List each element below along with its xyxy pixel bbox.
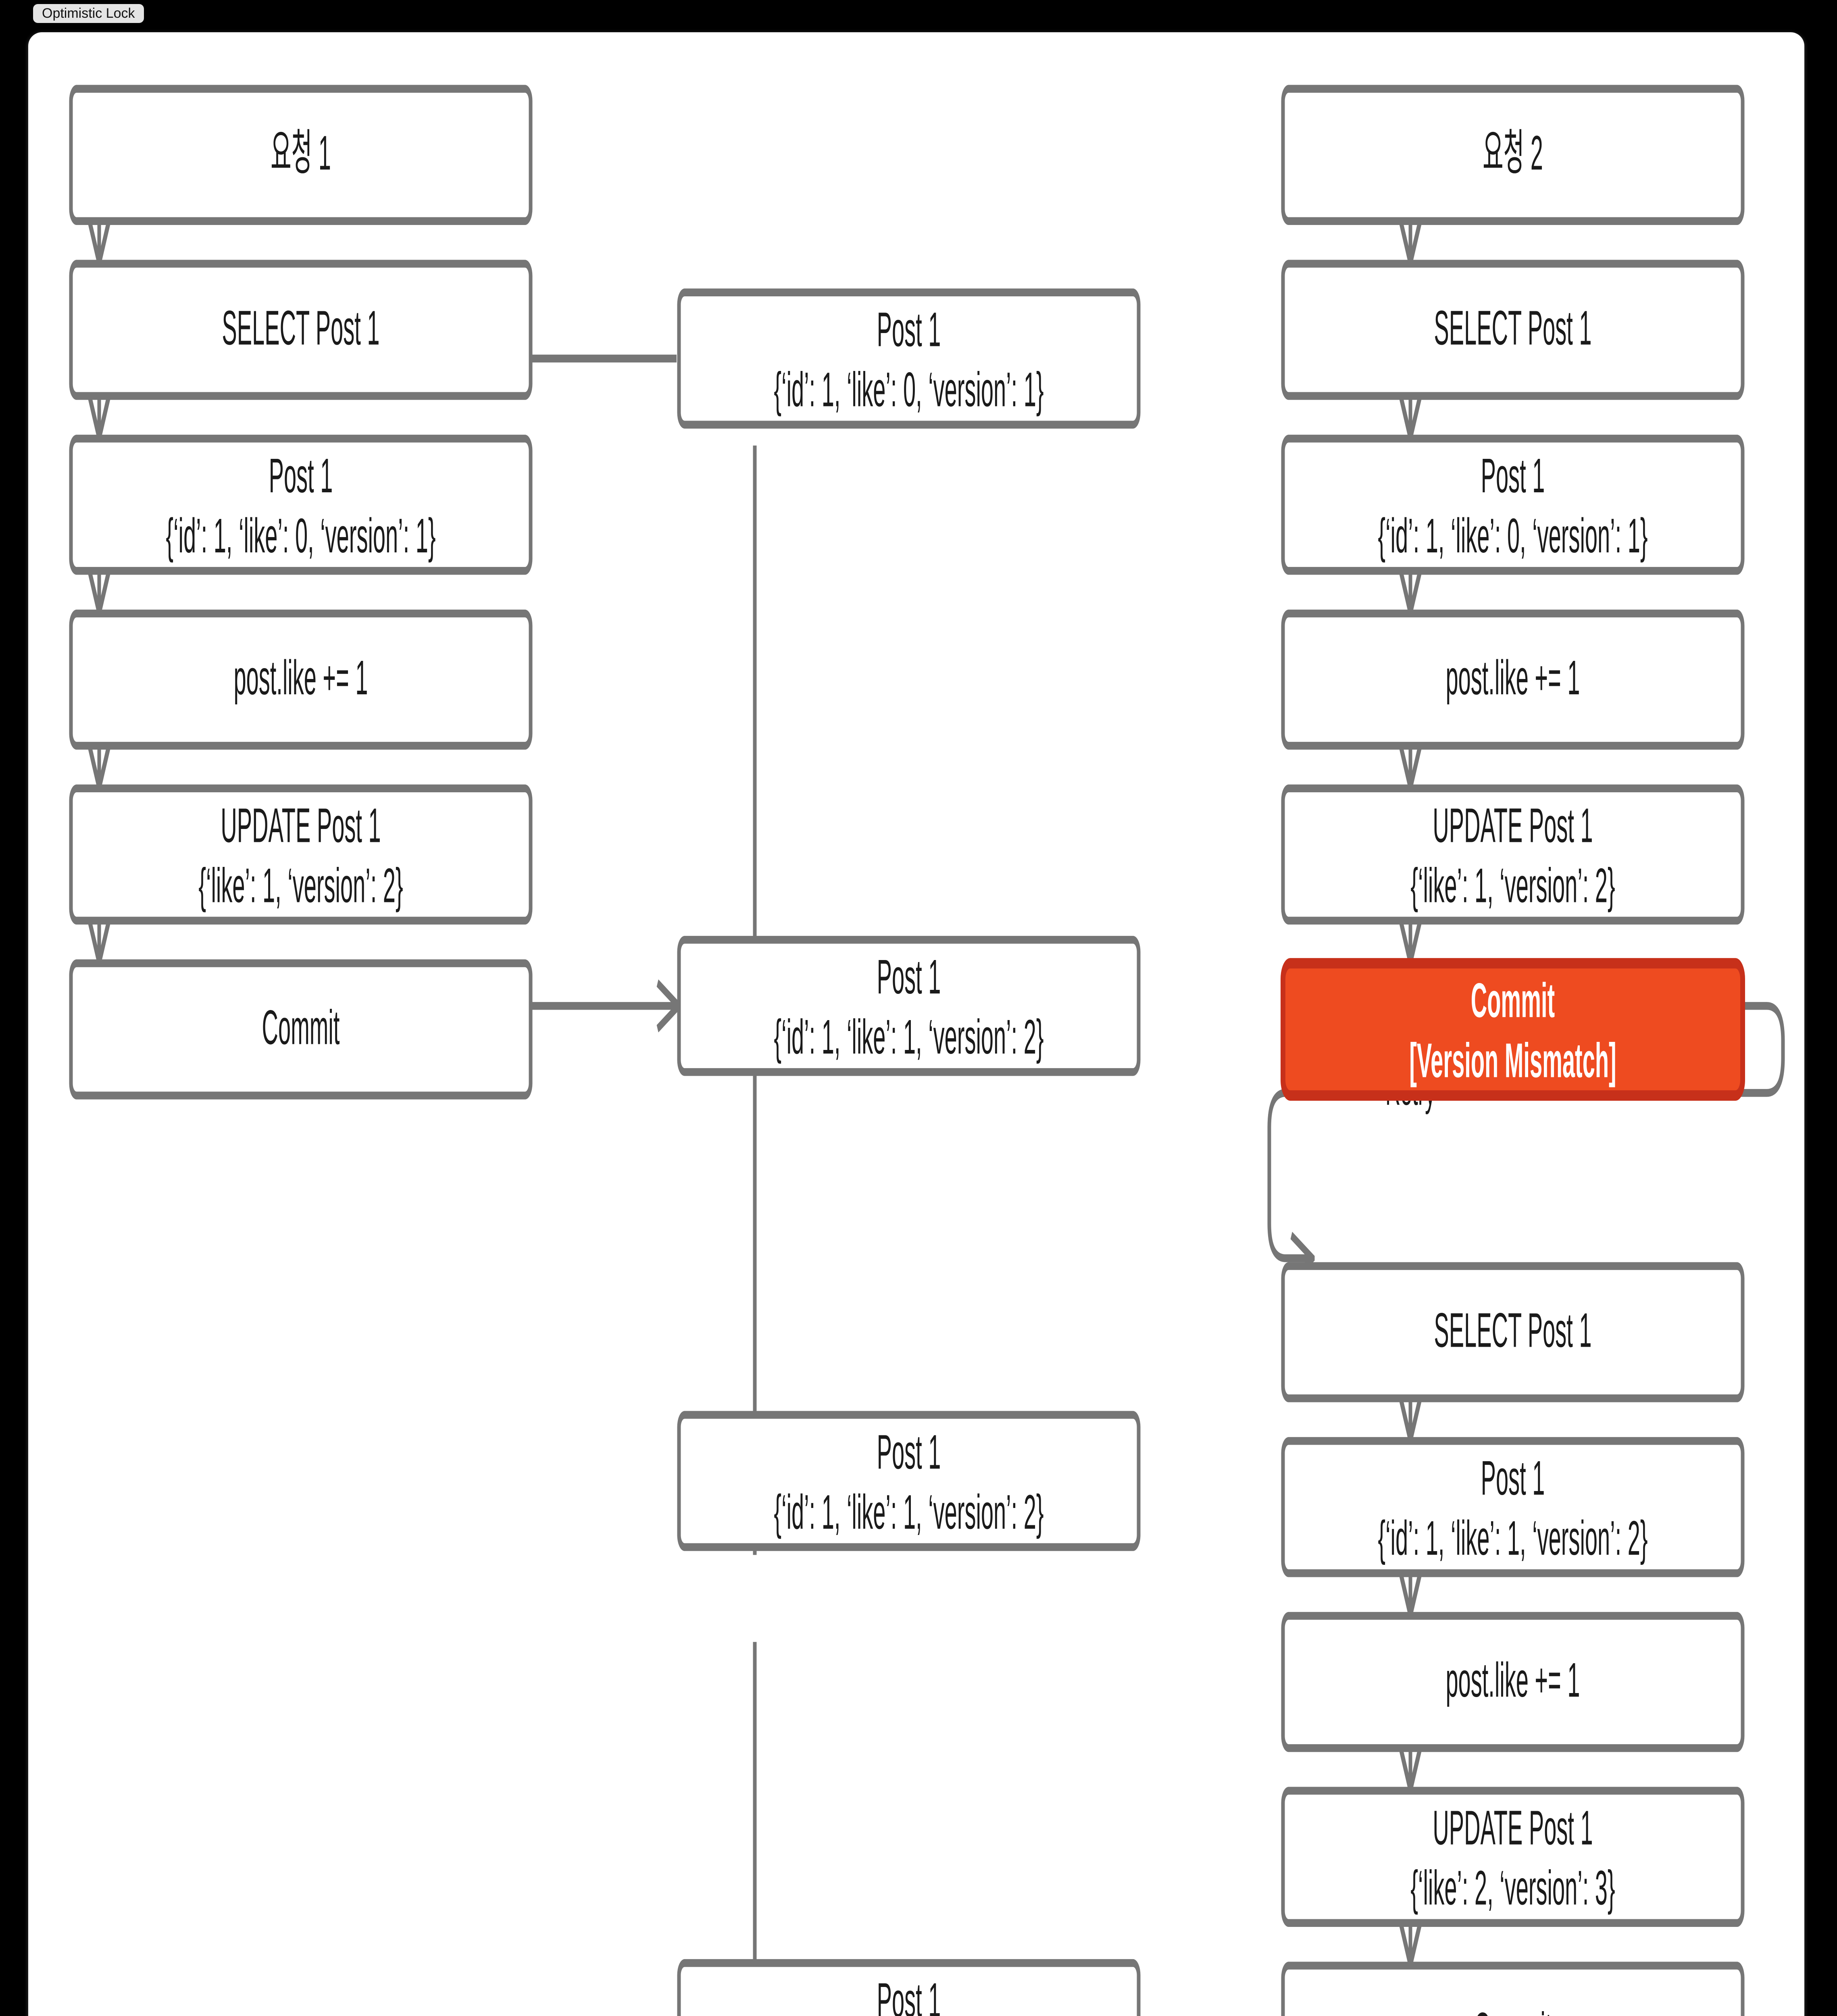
node-center-post-v2-b[interactable]: Post 1 {‘id’: 1, ‘like’: 1, ‘version’: 2… [677, 1411, 1141, 1551]
node-left-select-label: SELECT Post 1 [222, 300, 379, 355]
node-request-2-label: 요청 2 [1483, 125, 1543, 180]
node-request-1-label: 요청 1 [271, 125, 331, 180]
node-right-update-retry-line1: UPDATE Post 1 [1433, 1801, 1593, 1855]
node-left-update-line1: UPDATE Post 1 [221, 798, 381, 853]
node-right-post-v1[interactable]: Post 1 {‘id’: 1, ‘like’: 0, ‘version’: 1… [1281, 435, 1745, 575]
node-right-commit-mismatch-line1: Commit [1471, 973, 1555, 1027]
node-right-increment-retry[interactable]: post.like += 1 [1281, 1612, 1745, 1752]
node-center-post-v2-a[interactable]: Post 1 {‘id’: 1, ‘like’: 1, ‘version’: 2… [677, 936, 1141, 1076]
node-right-select[interactable]: SELECT Post 1 [1281, 260, 1745, 400]
node-center-post-v2-a-line1: Post 1 [877, 950, 941, 1004]
node-right-update[interactable]: UPDATE Post 1 {‘like’: 1, ‘version’: 2} [1281, 784, 1745, 925]
edge-retry-loop-right [1492, 1002, 1785, 1097]
node-center-post-v1[interactable]: Post 1 {‘id’: 1, ‘like’: 0, ‘version’: 1… [677, 288, 1141, 429]
node-right-post-v1-line1: Post 1 [1481, 448, 1545, 503]
node-right-increment[interactable]: post.like += 1 [1281, 609, 1745, 750]
node-left-post-v1-line2: {‘id’: 1, ‘like’: 0, ‘version’: 1} [166, 508, 435, 563]
node-center-post-v2-b-line1: Post 1 [877, 1425, 941, 1479]
node-center-post-v2-a-line2: {‘id’: 1, ‘like’: 1, ‘version’: 2} [774, 1010, 1043, 1064]
node-left-commit-label: Commit [262, 1000, 340, 1054]
node-right-post-v2-line2: {‘id’: 1, ‘like’: 1, ‘version’: 2} [1378, 1511, 1647, 1565]
node-left-increment-label: post.like += 1 [233, 650, 368, 705]
edge-retry-loop-left [1267, 1089, 1329, 1258]
node-left-update-line2: {‘like’: 1, ‘version’: 2} [198, 858, 403, 912]
node-right-increment-label: post.like += 1 [1445, 650, 1580, 705]
node-right-post-v2[interactable]: Post 1 {‘id’: 1, ‘like’: 1, ‘version’: 2… [1281, 1437, 1745, 1577]
node-left-post-v1[interactable]: Post 1 {‘id’: 1, ‘like’: 0, ‘version’: 1… [69, 435, 533, 575]
diagram-title-badge: Optimistic Lock [33, 4, 144, 23]
node-right-commit-version-mismatch[interactable]: Commit [Version Mismatch] [1281, 958, 1745, 1101]
node-request-2[interactable]: 요청 2 [1281, 85, 1745, 225]
node-left-post-v1-line1: Post 1 [269, 448, 333, 503]
node-center-post-v1-line1: Post 1 [877, 302, 941, 357]
node-center-post-v3-line1: Post 1 [877, 1973, 941, 2016]
node-left-select[interactable]: SELECT Post 1 [69, 260, 533, 400]
node-right-update-retry-line2: {‘like’: 2, ‘version’: 3} [1410, 1860, 1615, 1915]
node-right-update-line1: UPDATE Post 1 [1433, 798, 1593, 853]
flowchart: Retry 요청 1 SELECT Post 1 Post 1 {‘id’: 1… [69, 85, 1785, 2016]
node-right-select-retry-label: SELECT Post 1 [1434, 1303, 1591, 1357]
node-left-increment[interactable]: post.like += 1 [69, 609, 533, 750]
node-right-update-retry[interactable]: UPDATE Post 1 {‘like’: 2, ‘version’: 3} [1281, 1787, 1745, 1927]
node-right-update-line2: {‘like’: 1, ‘version’: 2} [1410, 858, 1615, 912]
node-center-post-v2-b-line2: {‘id’: 1, ‘like’: 1, ‘version’: 2} [774, 1485, 1043, 1539]
node-right-select-label: SELECT Post 1 [1434, 300, 1591, 355]
node-left-update[interactable]: UPDATE Post 1 {‘like’: 1, ‘version’: 2} [69, 784, 533, 925]
diagram-canvas: Retry 요청 1 SELECT Post 1 Post 1 {‘id’: 1… [28, 32, 1804, 2016]
node-left-commit[interactable]: Commit [69, 959, 533, 1100]
node-right-commit-success-label: Commit [1474, 2002, 1552, 2016]
node-right-commit-mismatch-line2: [Version Mismatch] [1409, 1033, 1616, 1087]
node-right-select-retry[interactable]: SELECT Post 1 [1281, 1262, 1745, 1402]
node-right-increment-retry-label: post.like += 1 [1445, 1653, 1580, 1707]
node-right-post-v2-line1: Post 1 [1481, 1451, 1545, 1505]
node-center-post-v3[interactable]: Post 1 {‘id’: 1, ‘like’: 2, ‘version’: 3… [677, 1959, 1141, 2016]
node-right-post-v1-line2: {‘id’: 1, ‘like’: 0, ‘version’: 1} [1378, 508, 1647, 563]
node-request-1[interactable]: 요청 1 [69, 85, 533, 225]
node-center-post-v1-line2: {‘id’: 1, ‘like’: 0, ‘version’: 1} [774, 362, 1043, 417]
node-right-commit-success[interactable]: Commit [1281, 1962, 1745, 2016]
